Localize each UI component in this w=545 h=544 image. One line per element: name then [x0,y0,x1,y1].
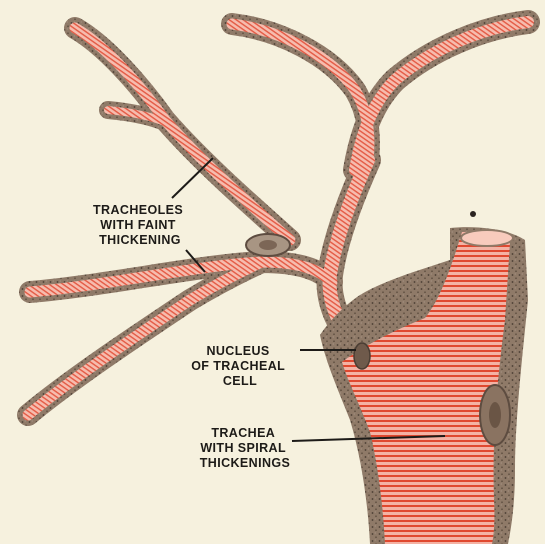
trachea-label: TRACHEA WITH SPIRAL THICKENINGS [200,426,291,470]
trachea-label-line-1: TRACHEA [211,426,274,440]
tracheoles-label-line-2: WITH FAINT [100,218,176,232]
nucleus-label-line-2: OF TRACHEAL [191,359,285,373]
trachea-label-line-3: THICKENINGS [200,456,291,470]
nucleus-label-line-1: NUCLEUS [206,344,269,358]
tracheal-cell-nucleus [354,343,370,369]
tracheoles-label-line-3: THICKENING [99,233,181,247]
nucleus-label-line-3: CELL [223,374,257,388]
tracheoles-label: TRACHEOLES WITH FAINT THICKENING [93,203,187,247]
tracheoles-label-line-1: TRACHEOLES [93,203,183,217]
trachea-label-line-2: WITH SPIRAL [200,441,286,455]
